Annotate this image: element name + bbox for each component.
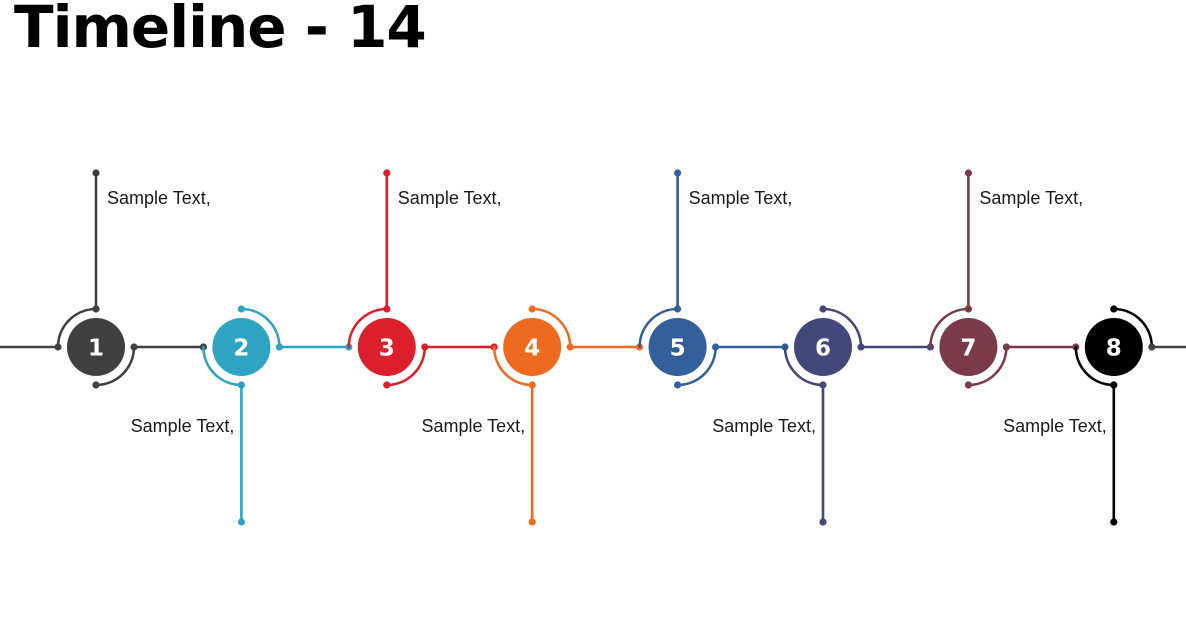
- stem-joint-dot: [1110, 381, 1118, 389]
- timeline-nodes: 1 2 3 4 5 6 7 8: [67, 318, 1143, 376]
- milestone-label: Sample Text,: [131, 416, 235, 436]
- arc-end-dot: [819, 305, 827, 313]
- node-arc-upper: [929, 307, 970, 349]
- segment-dot: [421, 343, 429, 351]
- stem-end-dot: [528, 518, 536, 526]
- milestone-circle: [67, 318, 125, 376]
- milestone-node-8: 8: [1084, 318, 1143, 376]
- node-arc-upper: [821, 307, 863, 349]
- milestone-node-6: 6: [794, 318, 852, 376]
- segment-dot: [1002, 343, 1011, 351]
- arc-end-dot: [528, 305, 536, 313]
- segment-dot: [712, 343, 720, 351]
- milestone-circle: [1084, 318, 1143, 376]
- stem-end-dot: [964, 169, 973, 177]
- milestone-node-2: 2: [212, 318, 271, 376]
- stem-joint-dot: [674, 305, 682, 313]
- node-arc-upper: [1112, 307, 1154, 349]
- stem-joint-dot: [819, 381, 827, 389]
- stem-end-dot: [674, 169, 682, 177]
- arc-end-dot: [1110, 305, 1118, 313]
- node-arc-upper: [530, 307, 572, 349]
- node-arc-lower: [385, 345, 427, 387]
- arc-end-dot: [92, 381, 100, 389]
- milestone-node-1: 1: [67, 318, 125, 376]
- milestone-node-4: 4: [503, 318, 562, 376]
- milestone-number: 1: [88, 336, 104, 362]
- milestone-number: 7: [960, 336, 976, 362]
- node-arc-lower: [202, 345, 243, 387]
- milestone-circle: [357, 318, 416, 376]
- arc-end-dot: [674, 381, 682, 389]
- milestone-label: Sample Text,: [398, 188, 502, 208]
- segment-dot: [275, 343, 283, 351]
- node-arc-upper: [347, 307, 389, 349]
- milestone-node-3: 3: [357, 318, 416, 376]
- node-arc-lower: [1074, 345, 1116, 387]
- stem-end-dot: [383, 169, 391, 177]
- node-arc-lower: [967, 345, 1008, 387]
- segment-dot: [857, 343, 865, 351]
- node-arc-lower: [94, 345, 136, 387]
- stem-end-dot: [1110, 518, 1118, 526]
- stem-joint-dot: [964, 305, 973, 313]
- milestone-number: 3: [379, 336, 395, 362]
- milestone-circle: [503, 318, 562, 376]
- stem-end-dot: [237, 518, 245, 526]
- milestone-label: Sample Text,: [712, 416, 816, 436]
- node-arc-lower: [676, 345, 717, 387]
- milestone-number: 6: [815, 336, 831, 362]
- arc-end-dot: [964, 381, 973, 389]
- milestone-circle: [648, 318, 707, 376]
- milestone-label: Sample Text,: [1003, 416, 1107, 436]
- arc-end-dot: [383, 381, 391, 389]
- milestone-node-7: 7: [939, 318, 998, 376]
- milestone-node-5: 5: [648, 318, 707, 376]
- milestone-number: 4: [524, 336, 540, 362]
- stem-end-dot: [92, 169, 100, 177]
- arc-end-dot: [237, 305, 245, 313]
- timeline-end-dot: [1148, 343, 1156, 351]
- stem-joint-dot: [528, 381, 536, 389]
- stem-joint-dot: [383, 305, 391, 313]
- timeline-connectors: [0, 169, 1186, 526]
- stem-joint-dot: [237, 381, 245, 389]
- segment-dot: [130, 343, 138, 351]
- milestone-label: Sample Text,: [689, 188, 793, 208]
- page-title: Timeline - 14: [14, 0, 427, 61]
- milestone-circle: [939, 318, 998, 376]
- milestone-label: Sample Text,: [107, 188, 211, 208]
- node-arc-lower: [783, 345, 825, 387]
- stem-joint-dot: [92, 305, 100, 313]
- node-arc-upper: [638, 307, 679, 349]
- milestone-label: Sample Text,: [421, 416, 525, 436]
- milestone-number: 8: [1106, 336, 1122, 362]
- timeline-labels: Sample Text, Sample Text, Sample Text, Samp…: [107, 188, 1107, 436]
- node-arc-upper: [240, 307, 281, 349]
- segment-dot: [566, 343, 574, 351]
- stem-end-dot: [819, 518, 827, 526]
- milestone-circle: [794, 318, 852, 376]
- milestone-number: 2: [233, 336, 249, 362]
- milestone-label: Sample Text,: [979, 188, 1083, 208]
- milestone-circle: [212, 318, 271, 376]
- milestone-number: 5: [670, 336, 686, 362]
- node-arc-upper: [56, 307, 98, 349]
- node-arc-lower: [492, 345, 534, 387]
